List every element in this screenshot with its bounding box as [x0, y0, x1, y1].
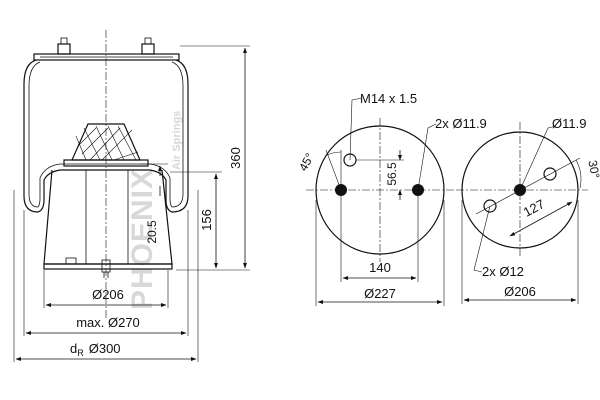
top-thread-label: M14 x 1.5 [360, 91, 417, 106]
top-offset-label: 56.5 [385, 162, 399, 186]
bottom-angle-label: 30° [585, 159, 600, 180]
bottom-diameter-label: Ø206 [504, 284, 536, 299]
dim-diam-dr-prefix: d [70, 341, 77, 356]
dim-diam-piston: Ø206 [92, 287, 124, 302]
top-spacing-label: 140 [369, 260, 391, 275]
dim-diam-max: max. Ø270 [76, 315, 140, 330]
bottom-hole-right [543, 167, 557, 181]
bottom-holes-label: 2x Ø12 [482, 264, 524, 279]
bottom-plate-view: Ø11.9 30° 127 2x Ø12 Ø206 [456, 116, 600, 304]
dim-line-bottom-spacing [509, 201, 573, 237]
mounting-stud-right [141, 37, 155, 55]
bottom-hole-left [483, 199, 497, 213]
bellows-outline [23, 59, 189, 213]
dim-diam-dr: dR Ø300 [70, 341, 121, 358]
dim-diam-dr-value: Ø300 [89, 341, 121, 356]
top-diameter-label: Ø227 [364, 286, 396, 301]
brand-name-text: PHOENIX [126, 168, 159, 310]
dim-diam-dr-sub: R [77, 348, 84, 358]
top-holes-label: 2x Ø11.9 [435, 116, 487, 131]
dim-height-small: 20.5 [145, 220, 159, 244]
brand-tagline-text: Air Springs [171, 111, 183, 170]
mounting-stud-left [57, 37, 71, 55]
dim-height-piston: 156 [199, 209, 214, 231]
brand-watermark: PHOENIX Air Springs [126, 111, 183, 310]
top-angle-label: 45° [296, 151, 317, 174]
dim-height-total: 360 [228, 147, 243, 169]
air-spring-side-view: 360 156 20.5 Ø206 max. Ø270 dR Ø300 [13, 30, 250, 362]
bottom-hole-center-label: Ø11.9 [552, 116, 586, 131]
bottom-spacing-label: 127 [521, 196, 547, 219]
top-bead-plate [33, 53, 180, 61]
top-plate-view: M14 x 1.5 45° 2x Ø11.9 56.5 140 Ø227 [296, 91, 487, 306]
